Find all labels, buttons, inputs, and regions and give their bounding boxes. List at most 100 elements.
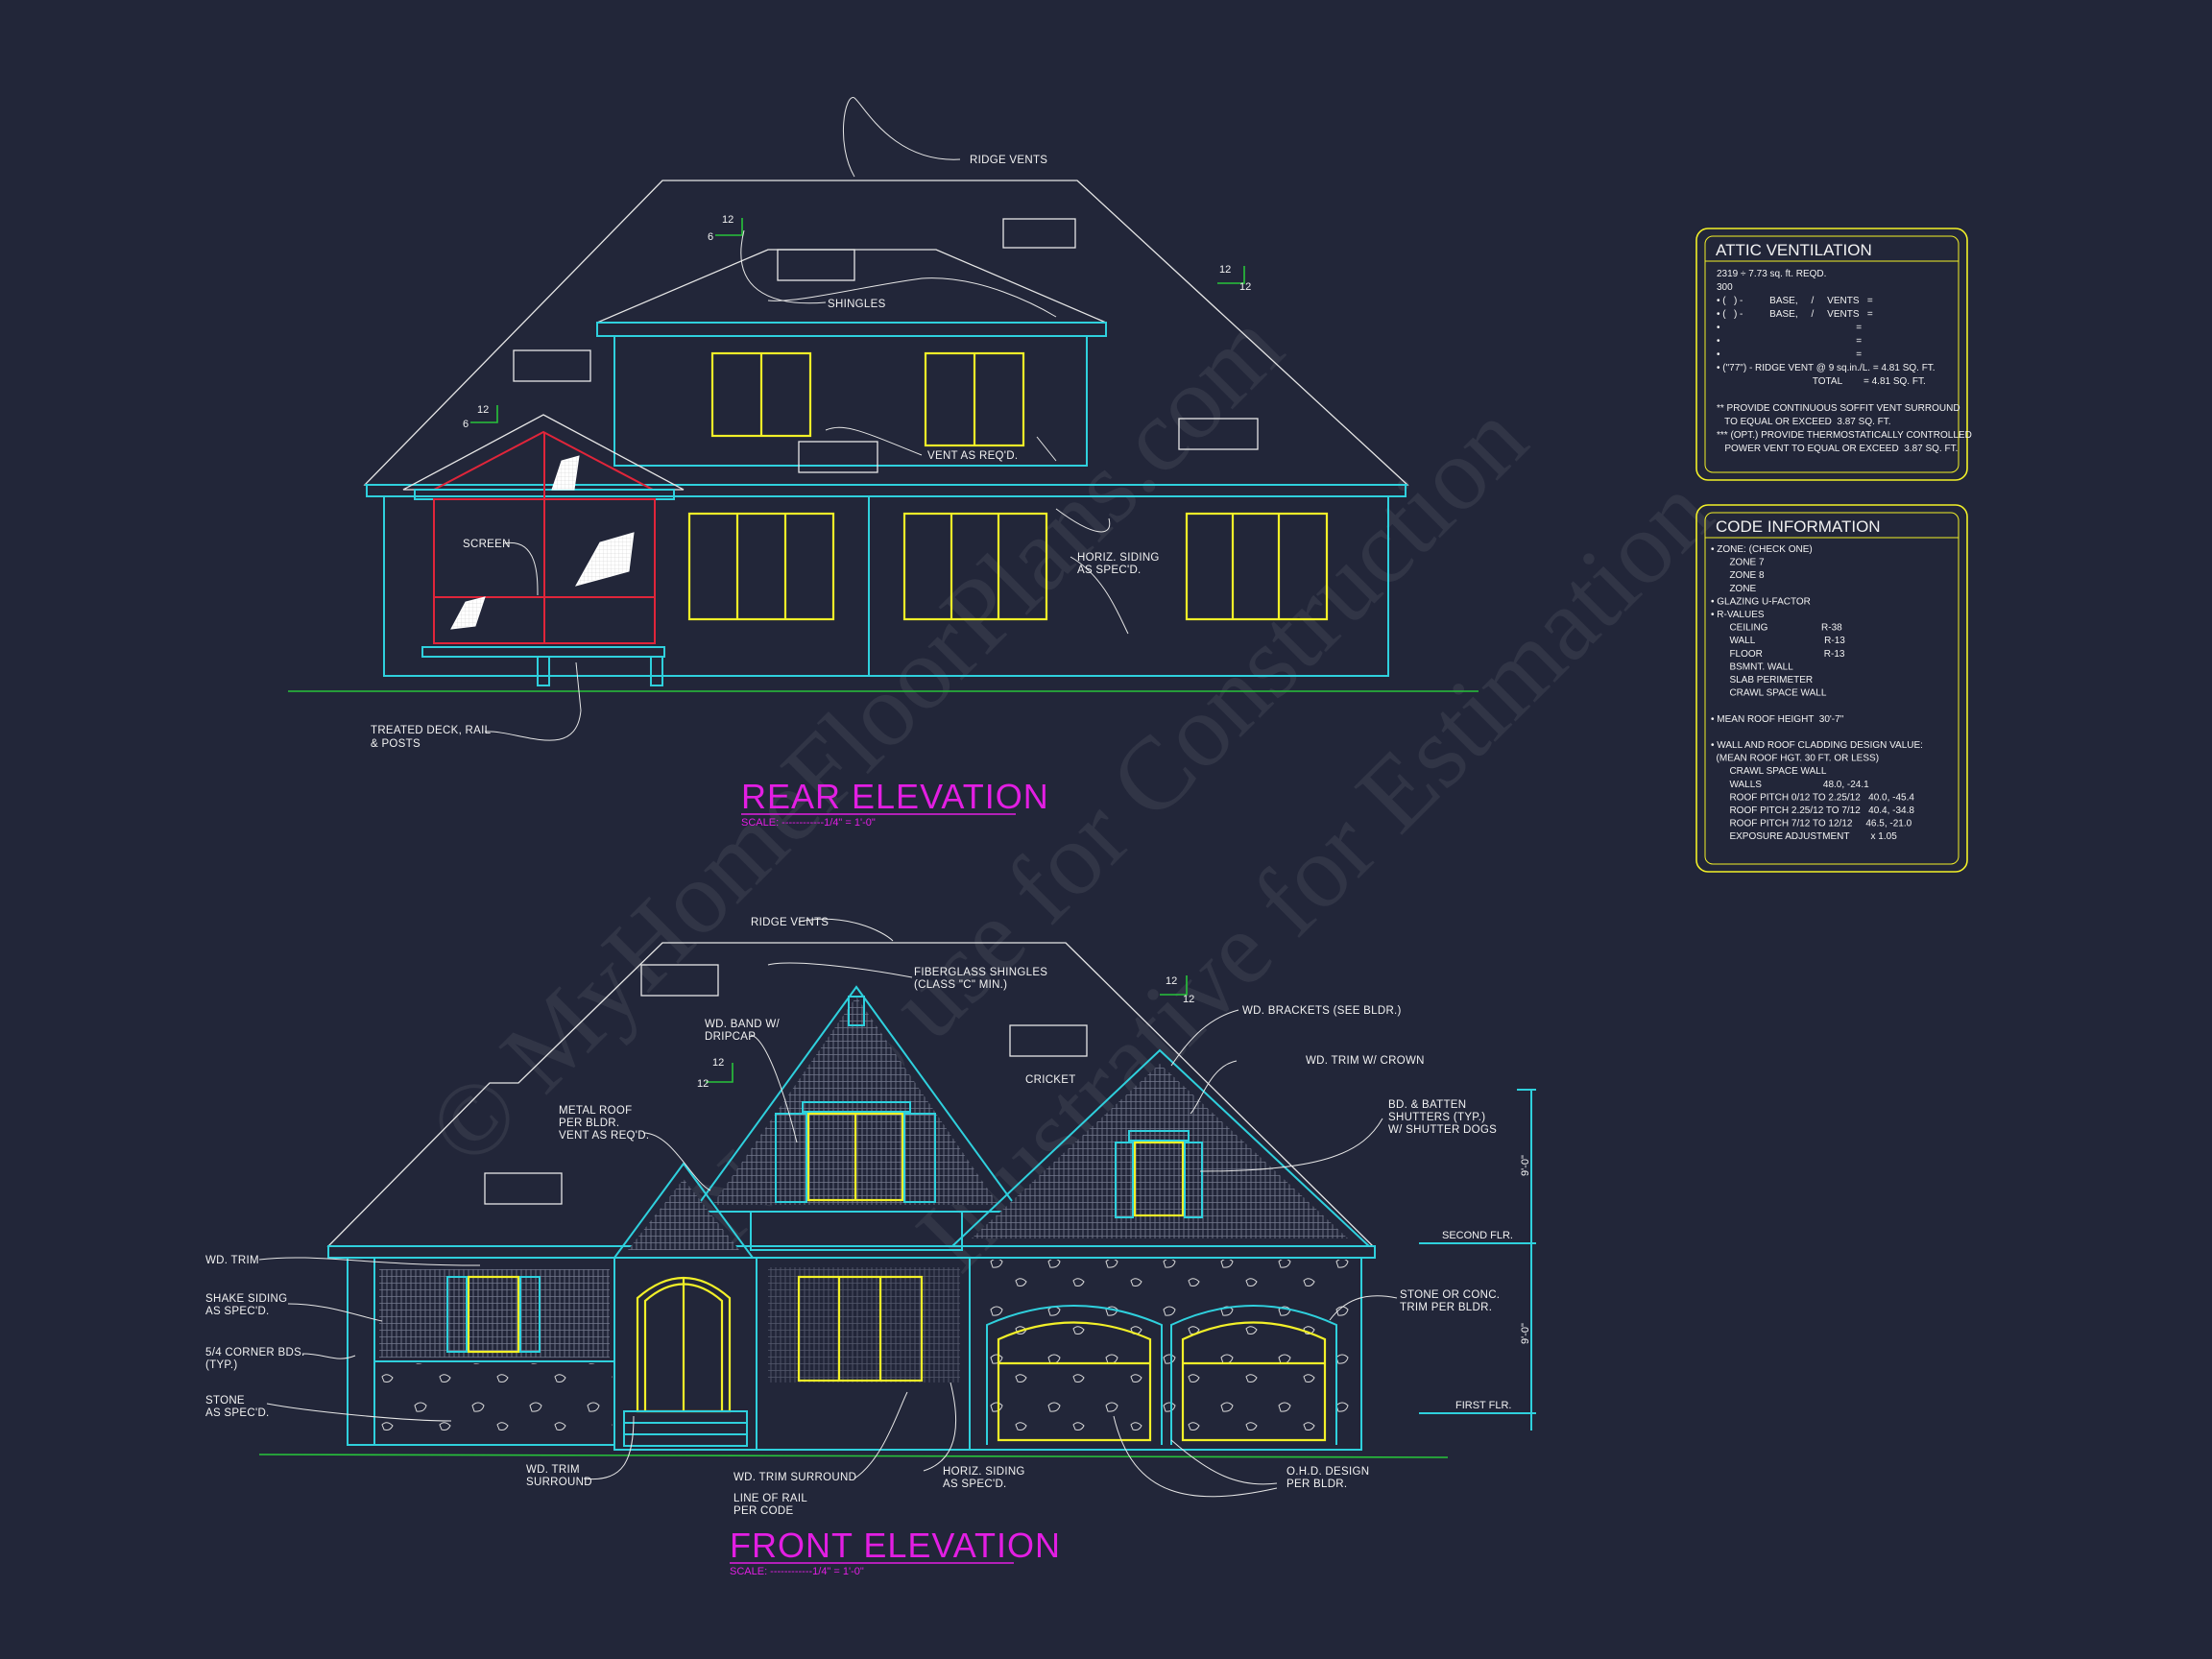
- svg-text:AS SPEC'D.: AS SPEC'D.: [205, 1306, 270, 1317]
- attic-ventilation-line: TO EQUAL OR EXCEED 3.87 SQ. FT.: [1717, 417, 1891, 427]
- svg-text:12: 12: [722, 214, 733, 226]
- svg-text:PER BLDR.: PER BLDR.: [559, 1118, 619, 1129]
- svg-text:PER CODE: PER CODE: [733, 1505, 793, 1517]
- svg-text:12: 12: [1219, 264, 1231, 276]
- svg-text:AS SPEC'D.: AS SPEC'D.: [943, 1479, 1007, 1490]
- rear-upper-fascia: [596, 322, 1107, 337]
- label-wd-band: WD. BAND W/: [705, 1019, 781, 1030]
- svg-text:9'-0": 9'-0": [1520, 1155, 1531, 1176]
- front-elevation-title: FRONT ELEVATION: [730, 1526, 1061, 1565]
- front-garage-wall: [969, 1257, 1362, 1451]
- svg-text:W/ SHUTTER DOGS: W/ SHUTTER DOGS: [1388, 1124, 1497, 1136]
- rear-pitch-symbol-2: 6 12: [463, 404, 498, 430]
- svg-text:12: 12: [1166, 975, 1177, 987]
- code-information-line: ROOF PITCH 0/12 TO 2.25/12 40.0, -45.4: [1711, 792, 1914, 803]
- rear-roof-vent-symbols: [513, 218, 1259, 473]
- rear-window-group-3: [1185, 512, 1329, 621]
- label-screen: SCREEN: [463, 539, 511, 550]
- label-vent-as-reqd: VENT AS REQ'D.: [927, 450, 1018, 462]
- label-second-flr: SECOND FLR.: [1442, 1230, 1513, 1241]
- front-elevation: 12 12 12 12 SECOND FLR. FIRST FLR. 9'-0"…: [205, 917, 1536, 1577]
- code-information-line: (MEAN ROOF HGT. 30 FT. OR LESS): [1711, 754, 1879, 764]
- code-information-line: BSMNT. WALL: [1711, 661, 1793, 672]
- attic-ventilation-line: TOTAL = 4.81 SQ. FT.: [1717, 376, 1926, 387]
- svg-text:PER BLDR.: PER BLDR.: [1286, 1479, 1347, 1490]
- rear-upper-roof: [596, 249, 1107, 324]
- attic-ventilation-line: • =: [1717, 323, 1862, 333]
- front-elevation-scale: SCALE: ------------1/4" = 1'-0": [730, 1566, 864, 1577]
- svg-text:12: 12: [697, 1078, 709, 1090]
- svg-text:DRIPCAP: DRIPCAP: [705, 1031, 756, 1043]
- svg-text:12: 12: [1239, 281, 1251, 293]
- label-first-flr: FIRST FLR.: [1455, 1400, 1511, 1411]
- svg-text:12: 12: [477, 404, 489, 416]
- code-information-line: CRAWL SPACE WALL: [1711, 688, 1827, 699]
- svg-text:AS SPEC'D.: AS SPEC'D.: [1077, 565, 1142, 576]
- label-ridge-vents: RIDGE VENTS: [970, 155, 1047, 166]
- rear-upper-window-right: [924, 351, 1025, 447]
- front-gable-window-right: [1115, 1130, 1203, 1218]
- screen-glare-3: [551, 455, 580, 491]
- front-left-window: [446, 1275, 541, 1354]
- code-information-line: • ZONE: (CHECK ONE): [1711, 544, 1813, 555]
- front-grade-line: [258, 1454, 1449, 1458]
- rear-upper-window-left: [710, 351, 812, 438]
- attic-ventilation-panel: ATTIC VENTILATION 2319 ÷ 7.73 sq. ft. RE…: [1695, 228, 1972, 481]
- code-information-line: CEILING R-38: [1711, 623, 1842, 634]
- front-upper-window: [775, 1101, 936, 1203]
- attic-ventilation-line: ** PROVIDE CONTINUOUS SOFFIT VENT SURROU…: [1717, 403, 1960, 414]
- label-stone: STONE: [205, 1395, 245, 1407]
- rear-deck-rail: [421, 646, 665, 658]
- code-information-line: SLAB PERIMETER: [1711, 675, 1813, 685]
- code-information-line: WALLS 48.0, -24.1: [1711, 780, 1869, 790]
- code-information-line: • WALL AND ROOF CLADDING DESIGN VALUE:: [1711, 740, 1923, 751]
- rear-main-wall: [383, 495, 1389, 677]
- attic-ventilation-heading: ATTIC VENTILATION: [1716, 241, 1872, 259]
- svg-text:(TYP.): (TYP.): [205, 1359, 238, 1371]
- label-wd-brackets: WD. BRACKETS (SEE BLDR.): [1242, 1005, 1402, 1017]
- svg-text:VENT AS REQ'D.: VENT AS REQ'D.: [559, 1130, 649, 1142]
- code-information-line: ZONE: [1711, 584, 1757, 594]
- attic-ventilation-line: • ("77") - RIDGE VENT @ 9 sq.in./L. = 4.…: [1717, 363, 1936, 373]
- attic-ventilation-line: • =: [1717, 336, 1862, 347]
- attic-ventilation-line: 300: [1717, 282, 1733, 293]
- attic-ventilation-line: POWER VENT TO EQUAL OR EXCEED 3.87 SQ. F…: [1717, 444, 1958, 454]
- attic-ventilation-line: • ( ) - BASE, / VENTS =: [1717, 296, 1873, 306]
- label-wd-trim-surround-2: WD. TRIM SURROUND: [733, 1472, 856, 1483]
- front-main-window: [797, 1275, 924, 1382]
- svg-text:9'-0": 9'-0": [1520, 1323, 1531, 1344]
- screen-glare-2: [574, 532, 635, 587]
- svg-text:SHUTTERS (TYP.): SHUTTERS (TYP.): [1388, 1112, 1485, 1123]
- front-entry-door: [636, 1277, 732, 1413]
- front-eave-fascia: [327, 1245, 1376, 1259]
- garage-door-right: [1170, 1305, 1337, 1445]
- label-wd-trim-crown: WD. TRIM W/ CROWN: [1306, 1055, 1425, 1067]
- svg-text:6: 6: [708, 231, 713, 243]
- code-information-line: • R-VALUES: [1711, 610, 1765, 620]
- label-shingles: SHINGLES: [828, 299, 886, 310]
- svg-text:12: 12: [1183, 994, 1194, 1005]
- code-information-line: • GLAZING U-FACTOR: [1711, 596, 1811, 607]
- code-information-line: ROOF PITCH 7/12 TO 12/12 46.5, -21.0: [1711, 819, 1912, 830]
- front-pitch-symbol-1: 12 12: [697, 1057, 733, 1090]
- attic-ventilation-line: *** (OPT.) PROVIDE THERMOSTATICALLY CONT…: [1717, 430, 1972, 441]
- rear-pitch-symbol-3: 12 12: [1217, 264, 1251, 293]
- label-ohd-design: O.H.D. DESIGN: [1286, 1466, 1369, 1478]
- label-line-of-rail: LINE OF RAIL: [733, 1493, 807, 1504]
- code-information-line: ZONE 7: [1711, 558, 1765, 568]
- svg-text:TRIM PER BLDR.: TRIM PER BLDR.: [1400, 1302, 1492, 1313]
- front-right-gable-shake: [972, 1064, 1348, 1238]
- code-information-line: EXPOSURE ADJUSTMENT x 1.05: [1711, 831, 1897, 842]
- label-metal-roof: METAL ROOF: [559, 1105, 632, 1117]
- front-left-shake-siding: [379, 1269, 610, 1358]
- svg-text:& POSTS: & POSTS: [371, 738, 421, 750]
- svg-text:SURROUND: SURROUND: [526, 1477, 592, 1488]
- label-ridge-vents-front: RIDGE VENTS: [751, 917, 829, 928]
- attic-ventilation-line: 2319 ÷ 7.73 sq. ft. REQD.: [1717, 269, 1826, 279]
- rear-window-group-1: [687, 512, 835, 621]
- garage-door-left: [986, 1305, 1163, 1445]
- rear-elevation-scale: SCALE: ------------1/4" = 1'-0": [741, 817, 876, 829]
- rear-upper-wall: [613, 335, 1088, 467]
- front-pitch-symbol-2: 12 12: [1160, 975, 1194, 1005]
